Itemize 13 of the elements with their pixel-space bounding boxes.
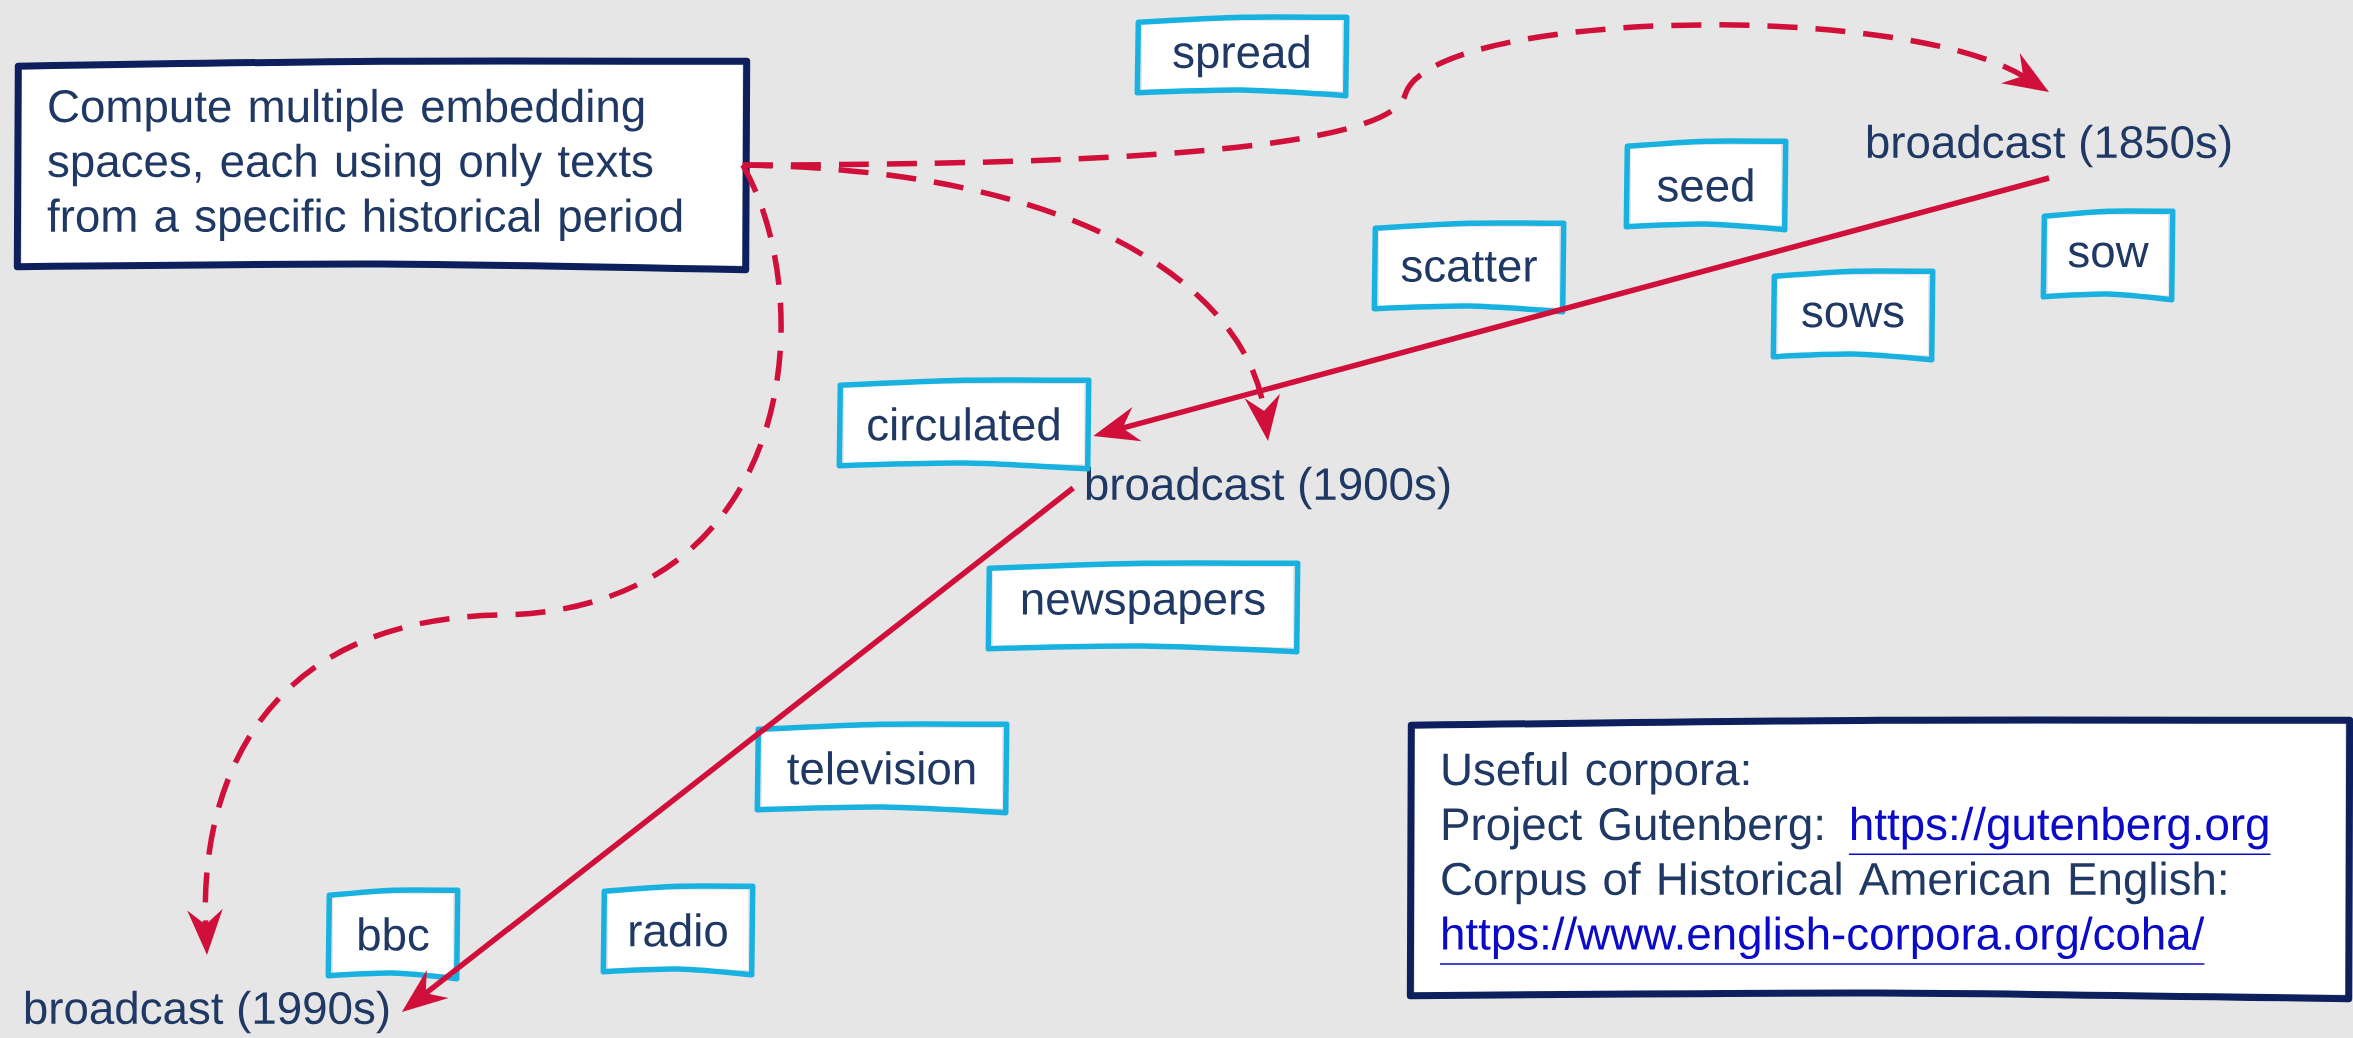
word-box: newspapers [985,560,1301,655]
word-box: spread [1134,14,1350,99]
word-box: bbc [325,887,461,982]
word-box: scatter [1371,220,1567,315]
word-box: sow [2040,208,2176,303]
word-box: sows [1770,268,1936,363]
text-box: Useful corpora: Project Gutenberg: https://gutenberg.org Corpus of Historical American English: https://www.english-corpora.org/coha/ [1406,716,2353,1003]
word-box: seed [1623,138,1789,233]
node-label: broadcast (1990s) [25,990,389,1034]
text-box: Compute multiple embedding spaces, each using only texts from a specific historical period [13,57,751,274]
word-box: television [754,721,1010,816]
word-box: radio [600,883,756,978]
node-label: broadcast (1850s) [1867,124,2231,168]
